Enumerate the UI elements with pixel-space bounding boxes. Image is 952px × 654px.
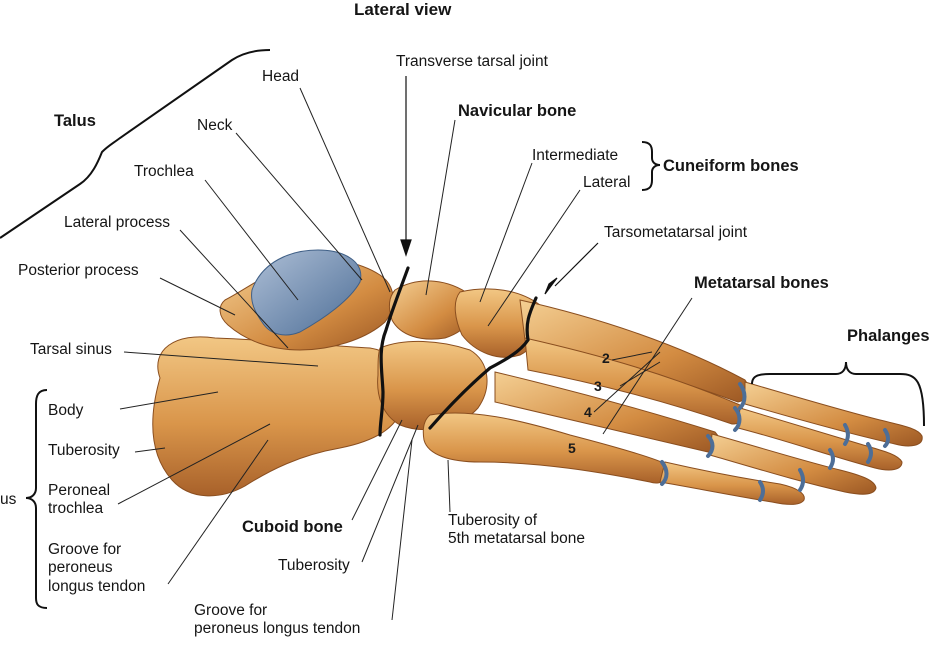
phalanges-row-1 (744, 381, 923, 447)
calcaneus-bone (152, 336, 407, 497)
label-tarsal-sinus: Tarsal sinus (30, 341, 112, 358)
metatarsal-5-shape (422, 412, 670, 484)
metatarsal-number-2: 2 (602, 350, 610, 366)
phalanges-bracket (751, 361, 925, 427)
leader-lines (117, 87, 693, 621)
label-neck: Neck (197, 117, 233, 134)
label-cuboid-groove-line2: peroneus longus tendon (194, 620, 361, 638)
label-peroneal-trochlea-line1: Peroneal (48, 482, 111, 499)
label-transverse-tarsal-joint: Transverse tarsal joint (396, 53, 548, 70)
label-cuneiform-bones: Cuneiform bones (663, 157, 799, 175)
talus-bracket (0, 49, 271, 239)
label-intermediate: Intermediate (532, 147, 619, 164)
label-calcaneus-partial: us (0, 491, 17, 508)
navicular-bone-shape (388, 280, 476, 340)
label-tuberosity-5th-line2: 5th metatarsal bone (448, 530, 586, 548)
label-cuboid-tuberosity: Tuberosity (278, 557, 350, 574)
tarsometatarsal-arrow (544, 242, 599, 295)
phalanges-row-3 (709, 433, 877, 495)
label-navicular-bone: Navicular bone (458, 102, 577, 120)
label-lateral-process: Lateral process (64, 214, 170, 231)
phalanges-row-5 (659, 461, 805, 505)
label-groove-peroneus: Groove for peroneus longus tendon (48, 541, 145, 596)
label-tarsometatarsal-joint: Tarsometatarsal joint (604, 224, 748, 241)
label-tuberosity-5th-line1: Tuberosity of (448, 512, 538, 529)
trochlea-cartilage (251, 249, 362, 336)
label-metatarsal-bones: Metatarsal bones (694, 274, 829, 292)
label-groove-line2: peroneus (48, 559, 113, 577)
metatarsal-number-3: 3 (594, 378, 602, 394)
metatarsal-number-4: 4 (584, 404, 592, 420)
label-tuberosity-5th-metatarsal: Tuberosity of 5th metatarsal bone (448, 512, 585, 549)
label-tuberosity: Tuberosity (48, 442, 120, 459)
label-body: Body (48, 402, 84, 419)
phalanges-row-2 (737, 407, 903, 471)
label-cuboid-groove-line1: Groove for (194, 602, 268, 619)
cuneiform-brace (641, 141, 661, 191)
label-cuboid-groove: Groove for peroneus longus tendon (194, 602, 360, 639)
label-groove-line3: longus tendon (48, 577, 146, 595)
label-peroneal-trochlea: Peroneal trochlea (48, 482, 110, 519)
label-trochlea: Trochlea (134, 163, 194, 180)
label-posterior-process: Posterior process (18, 262, 139, 279)
label-phalanges: Phalanges (847, 327, 930, 345)
joint-cartilage-marks (660, 382, 890, 502)
label-groove-line1: Groove for (48, 541, 122, 558)
label-talus: Talus (54, 112, 96, 130)
label-peroneal-trochlea-line2: trochlea (48, 500, 104, 518)
label-cuboid-bone: Cuboid bone (242, 518, 343, 536)
calcaneus-bracket (25, 389, 48, 609)
transverse-arrow (400, 76, 412, 257)
label-head: Head (262, 68, 300, 85)
metatarsal-number-5: 5 (568, 440, 576, 456)
joint-lines (378, 266, 538, 437)
diagram-title: Lateral view (354, 0, 452, 19)
label-lateral-cuneiform: Lateral (583, 174, 631, 191)
